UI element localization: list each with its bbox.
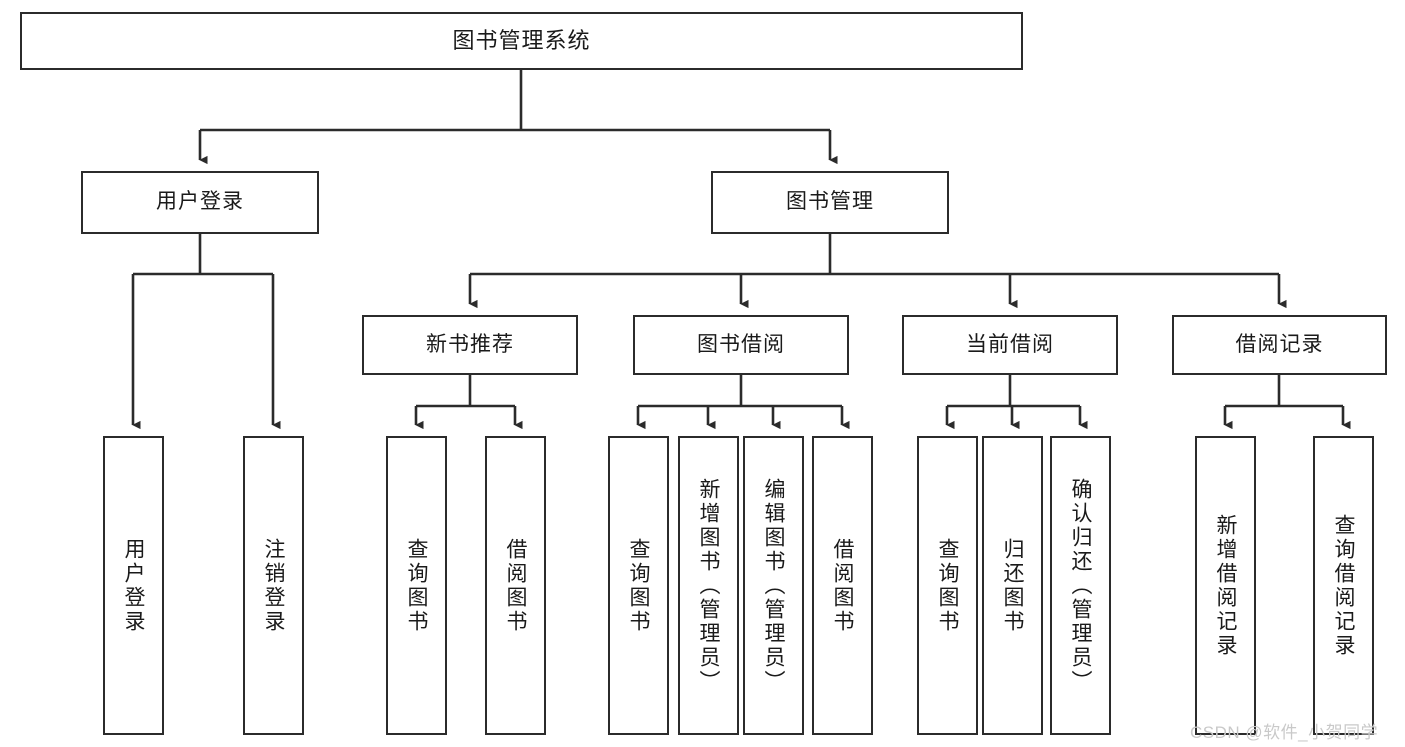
leaf-edit-book-admin[interactable]: 编辑图书（管理员） [743, 436, 804, 735]
leaf-query-borrow-record[interactable]: 查询借阅记录 [1313, 436, 1374, 735]
node-user-login[interactable]: 用户登录 [81, 171, 319, 234]
leaf-borrow-book-recommend[interactable]: 借阅图书 [485, 436, 546, 735]
leaf-user-login[interactable]: 用户登录 [103, 436, 164, 735]
leaf-logout[interactable]: 注销登录 [243, 436, 304, 735]
node-label: 查询借阅记录 [1332, 513, 1355, 658]
node-label: 图书借阅 [697, 332, 785, 356]
leaf-confirm-return-admin[interactable]: 确认归还（管理员） [1050, 436, 1111, 735]
leaf-query-book-current[interactable]: 查询图书 [917, 436, 978, 735]
node-current-borrow[interactable]: 当前借阅 [902, 315, 1118, 375]
node-label: 借阅图书 [504, 537, 527, 634]
node-label: 用户登录 [122, 537, 145, 634]
node-label: 查询图书 [936, 537, 959, 634]
leaf-query-book-borrow[interactable]: 查询图书 [608, 436, 669, 735]
node-book-management[interactable]: 图书管理 [711, 171, 949, 234]
leaf-add-borrow-record[interactable]: 新增借阅记录 [1195, 436, 1256, 735]
node-label: 新书推荐 [426, 332, 514, 356]
node-label: 图书管理 [786, 190, 874, 214]
node-label: 新增借阅记录 [1214, 513, 1237, 658]
node-root-system[interactable]: 图书管理系统 [20, 12, 1023, 70]
node-label: 当前借阅 [966, 332, 1054, 356]
node-label: 新增图书（管理员） [697, 477, 720, 694]
node-label: 用户登录 [156, 190, 244, 214]
node-book-borrow[interactable]: 图书借阅 [633, 315, 849, 375]
node-label: 借阅图书 [831, 537, 854, 634]
node-label: 归还图书 [1001, 537, 1024, 634]
node-label: 图书管理系统 [452, 28, 591, 54]
node-borrow-record[interactable]: 借阅记录 [1172, 315, 1387, 375]
node-label: 编辑图书（管理员） [762, 477, 785, 694]
node-label: 查询图书 [405, 537, 428, 634]
node-new-book-recommend[interactable]: 新书推荐 [362, 315, 578, 375]
leaf-borrow-book[interactable]: 借阅图书 [812, 436, 873, 735]
node-label: 确认归还（管理员） [1069, 477, 1092, 694]
node-label: 借阅记录 [1235, 332, 1324, 356]
leaf-add-book-admin[interactable]: 新增图书（管理员） [678, 436, 739, 735]
node-label: 查询图书 [627, 537, 650, 634]
leaf-return-book[interactable]: 归还图书 [982, 436, 1043, 735]
node-label: 注销登录 [262, 537, 285, 634]
leaf-query-book-recommend[interactable]: 查询图书 [386, 436, 447, 735]
